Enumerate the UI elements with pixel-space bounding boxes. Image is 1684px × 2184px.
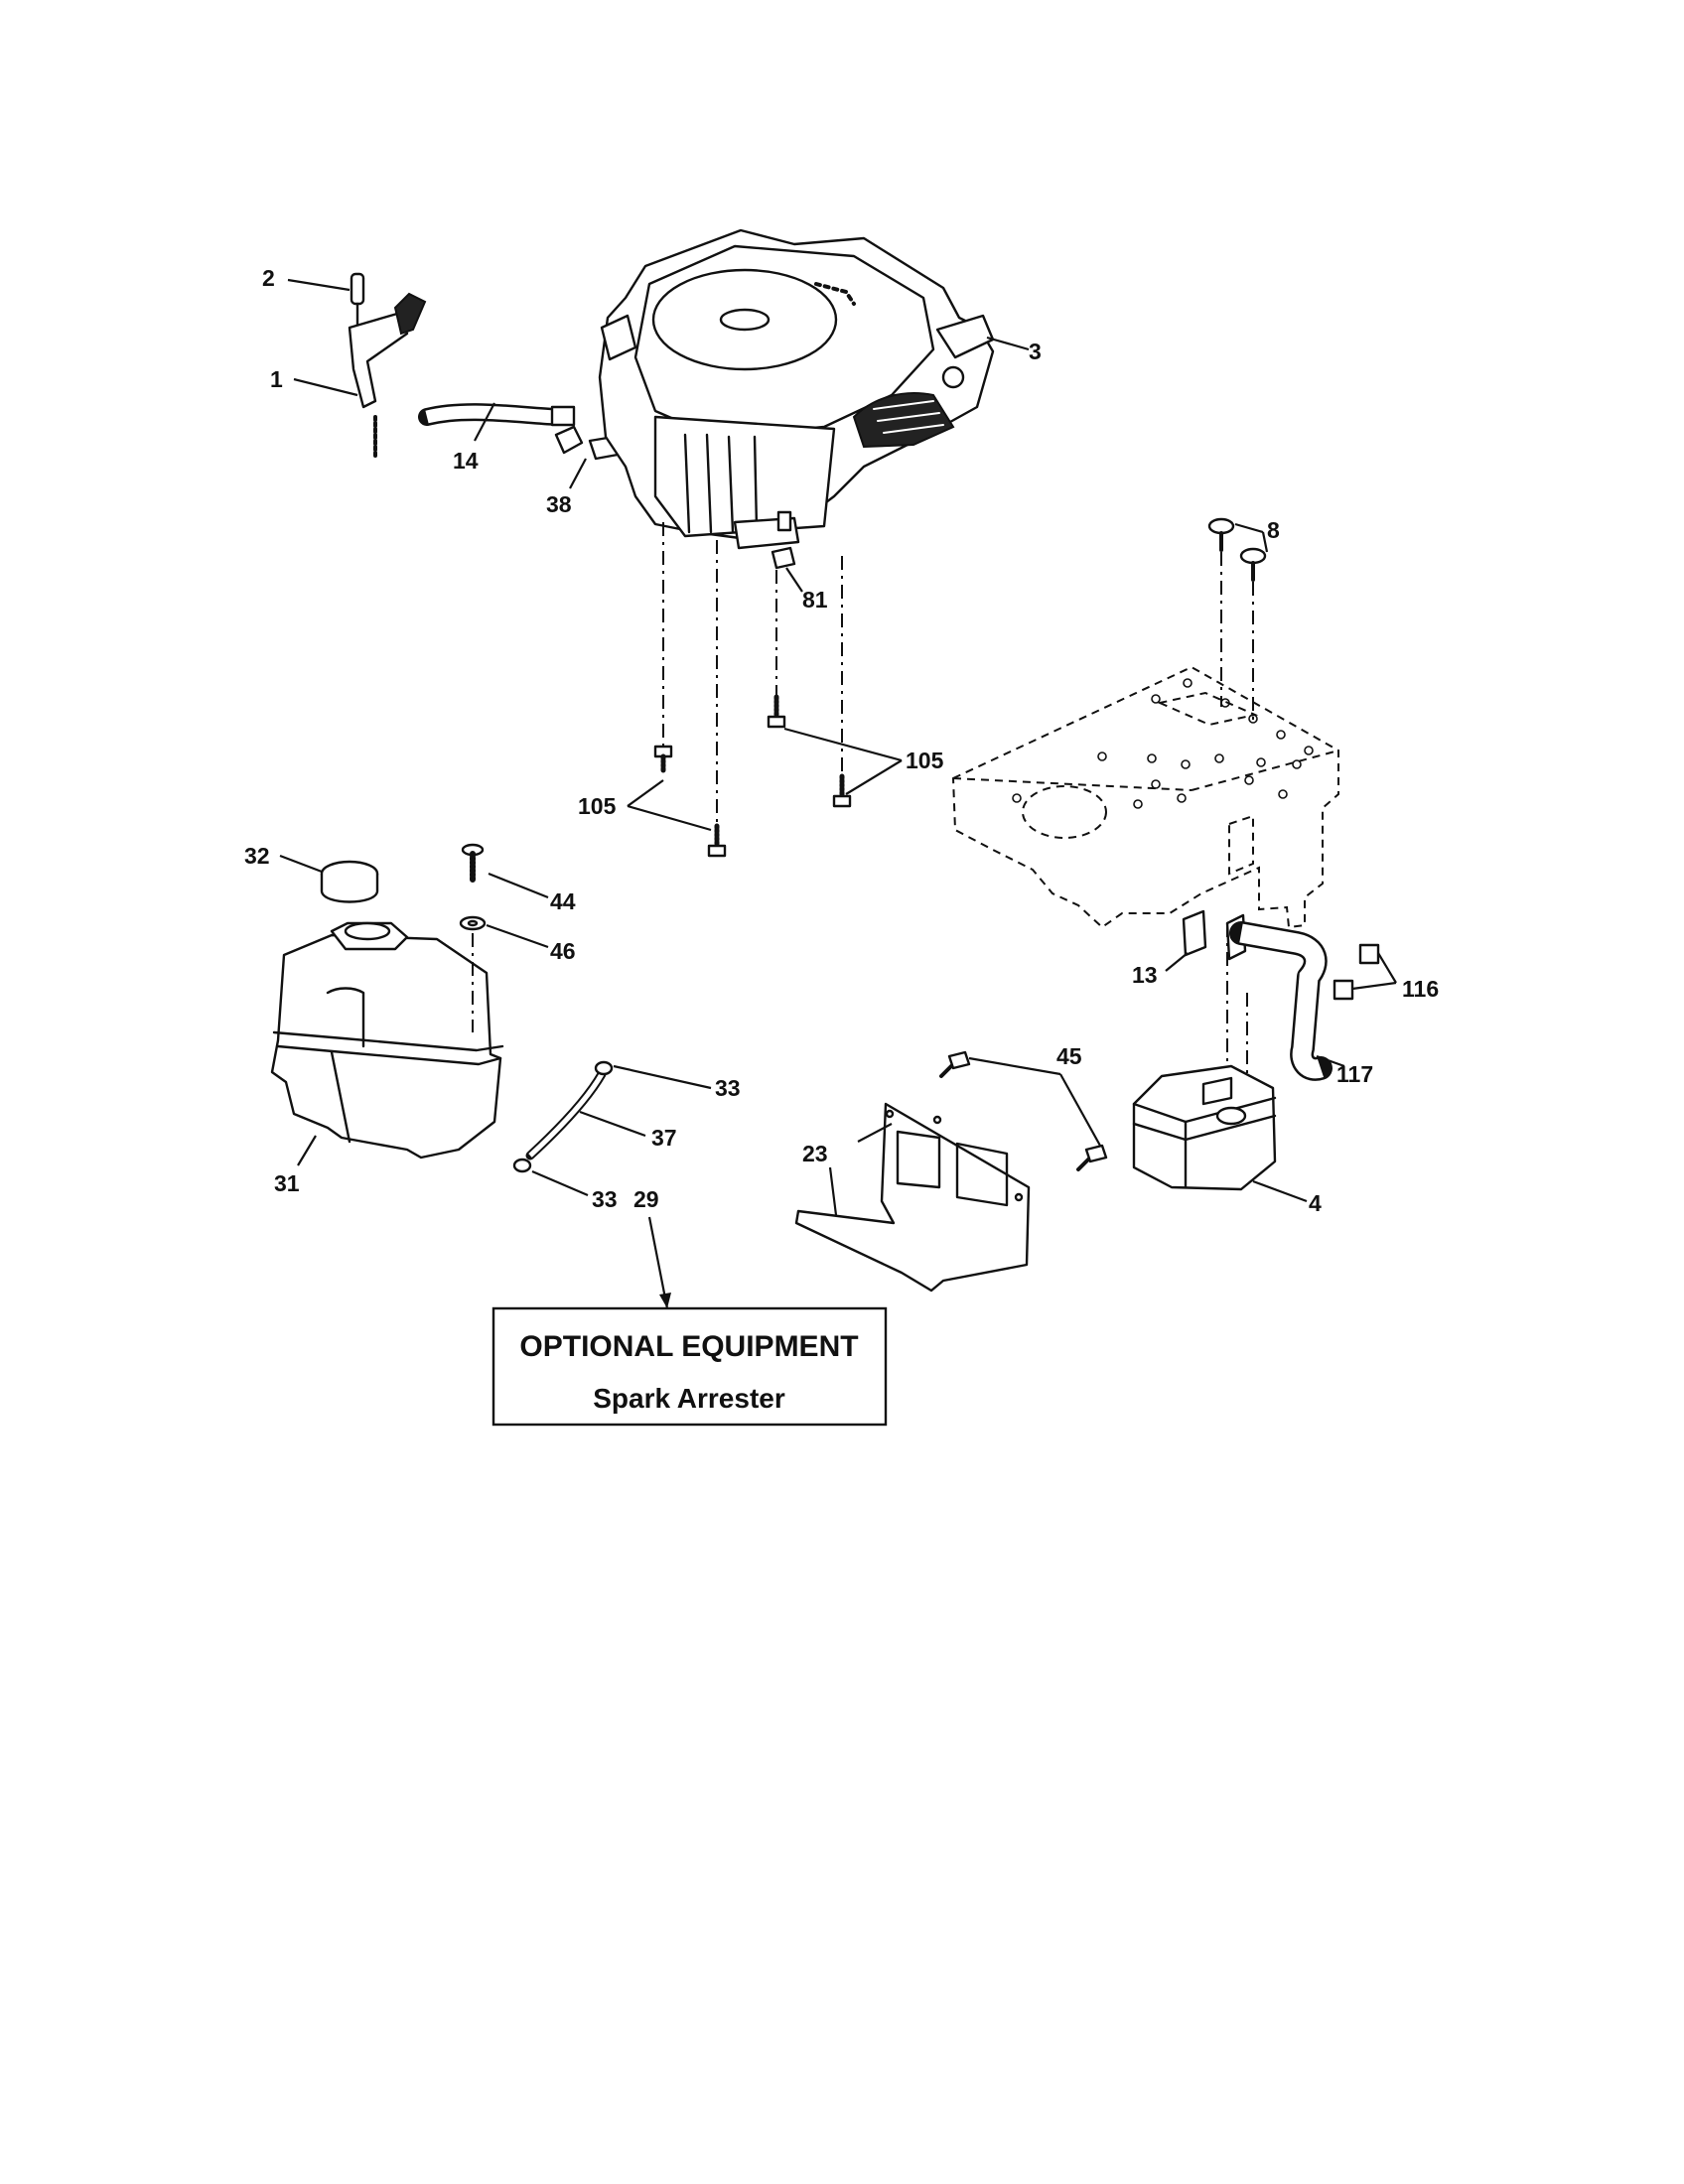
callout-13: 13 [1132,962,1158,988]
optional-equipment-box: OPTIONAL EQUIPMENT Spark Arrester [491,1306,888,1427]
callout-14: 14 [453,448,479,474]
callout-44: 44 [550,888,576,914]
screw-44-washer-46 [459,843,549,1032]
callout-37: 37 [651,1125,677,1151]
callout-105-left: 105 [578,793,617,819]
callout-8: 8 [1267,517,1280,543]
callout-32: 32 [244,843,270,869]
throttle-control [287,272,427,459]
heat-shield [794,1102,1031,1293]
exhaust-pipe-assembly [1165,909,1397,1112]
callout-105-right: 105 [906,748,944,773]
tractor-frame [951,665,1339,929]
callout-4: 4 [1309,1190,1322,1216]
callout-81: 81 [802,587,828,613]
callout-31: 31 [274,1170,300,1196]
muffler [1132,1064,1308,1203]
optional-equipment-subtitle: Spark Arrester [593,1383,785,1414]
fuel-line-assembly [418,402,620,489]
callout-116: 116 [1402,976,1439,1002]
callout-2: 2 [262,265,275,291]
callout-1: 1 [270,366,283,392]
screws-45 [939,1050,1108,1171]
fuel-cap [279,854,379,903]
optional-equipment-title: OPTIONAL EQUIPMENT [519,1330,858,1363]
engine [598,228,1030,550]
fuel-line-37 [512,1060,712,1197]
nut-81 [771,546,803,593]
callout-45: 45 [1056,1043,1082,1069]
callout-33-bottom: 33 [592,1186,618,1212]
fuel-tank [270,921,504,1166]
bolts-8 [1207,517,1269,721]
callout-117: 117 [1336,1061,1373,1087]
callout-38: 38 [546,491,572,517]
callout-23: 23 [802,1141,828,1166]
callout-46: 46 [550,938,576,964]
callout-29: 29 [633,1186,659,1212]
callout-3: 3 [1029,339,1042,364]
bolts-105 [627,694,903,858]
callout-33-top: 33 [715,1075,741,1101]
